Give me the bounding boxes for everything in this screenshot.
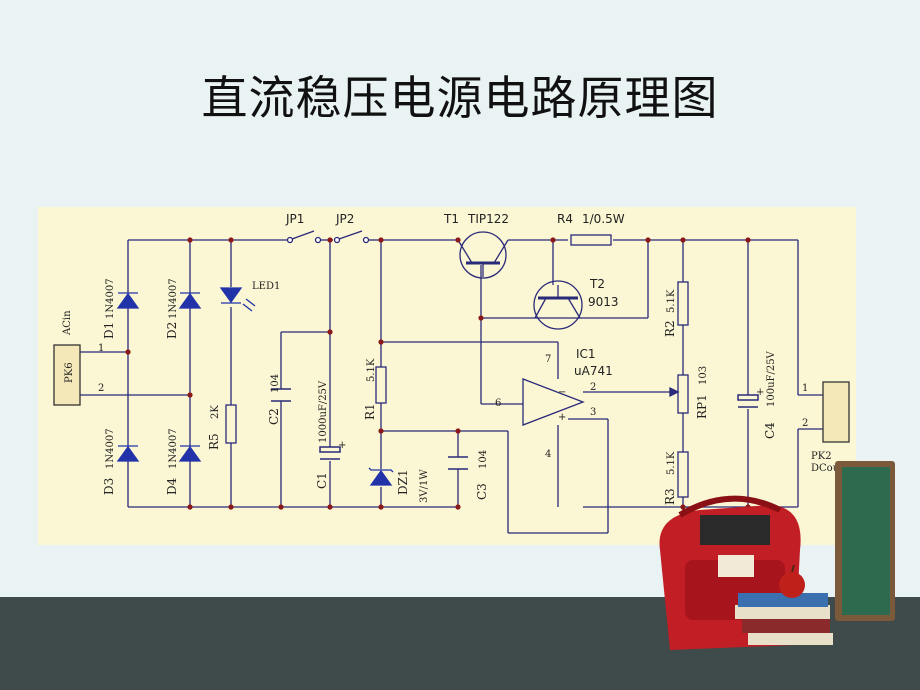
c4-value: 100uF/25V — [766, 350, 777, 407]
ic1-pin7: 7 — [545, 354, 551, 365]
c3-value: 104 — [478, 450, 489, 469]
c1-ref: C1 — [315, 472, 329, 489]
d1-value: 1N4007 — [105, 278, 116, 319]
rp1-wiper — [669, 386, 680, 398]
svg-text:+: + — [756, 387, 764, 398]
r2-body — [677, 281, 689, 326]
ic1-pin3: 3 — [590, 407, 596, 418]
ic1-inputs: − + — [558, 387, 566, 423]
circuit-diagram: + + − + — [38, 207, 856, 545]
svg-text:+: + — [558, 412, 566, 423]
led1-symbol — [219, 287, 256, 312]
c2-ref: C2 — [267, 408, 281, 425]
svg-text:−: − — [558, 387, 566, 398]
resistors — [225, 234, 689, 498]
output-connector-label: DCout — [811, 463, 843, 474]
c4-ref: C4 — [763, 422, 777, 439]
d2-value: 1N4007 — [168, 278, 179, 319]
school-bag-books-chalkboard-icon — [659, 461, 895, 650]
r2-ref: R2 — [663, 320, 677, 337]
rp1-body — [677, 374, 689, 414]
r1-body — [375, 366, 387, 404]
output-connector — [822, 381, 850, 443]
input-connector-name: PK6 — [64, 362, 75, 383]
t1-symbol — [457, 231, 509, 279]
input-pin1: 1 — [98, 343, 104, 354]
output-pin1: 1 — [802, 383, 808, 394]
output-connector-name: PK2 — [811, 451, 832, 462]
circuit-svg: + + − + — [53, 212, 850, 534]
r3-value: 5.1K — [666, 451, 677, 475]
r1-ref: R1 — [363, 403, 377, 420]
input-pin2: 2 — [98, 383, 104, 394]
r4-ref: R4 — [557, 212, 573, 226]
jp1-label: JP1 — [285, 212, 304, 226]
t2-value: 9013 — [588, 295, 619, 309]
r4-value: 1/0.5W — [582, 212, 625, 226]
r1-value: 5.1K — [366, 358, 377, 382]
ic1-ref: IC1 — [576, 347, 596, 361]
rp1-value: 103 — [698, 366, 709, 385]
input-connector — [53, 344, 81, 406]
dz1-symbol — [368, 467, 394, 486]
r3-ref: R3 — [663, 488, 677, 505]
ic1-opamp-symbol — [522, 378, 585, 426]
cap-plus-signs: + + — [338, 387, 764, 451]
wires — [80, 239, 823, 534]
input-connector-label: ACin — [62, 310, 73, 336]
c1-value: 1000uF/25V — [318, 380, 329, 443]
rp1-ref: RP1 — [695, 394, 709, 419]
d4-ref: D4 — [165, 477, 179, 495]
bridge-diodes — [116, 292, 202, 462]
ic1-pin2: 2 — [590, 382, 596, 393]
ic1-pin6: 6 — [495, 398, 501, 409]
dz1-value: 3V/1W — [419, 469, 430, 503]
jumper-switches — [286, 230, 370, 244]
dz1-ref: DZ1 — [396, 469, 410, 495]
r5-body — [225, 404, 237, 444]
r5-ref: R5 — [207, 433, 221, 450]
c2-value: 104 — [270, 374, 281, 393]
ic1-pin4: 4 — [545, 449, 551, 460]
svg-text:+: + — [338, 440, 346, 451]
r4-body — [570, 234, 612, 246]
t1-ref: T1 — [443, 212, 459, 226]
t2-ref: T2 — [589, 277, 605, 291]
jp2-label: JP2 — [335, 212, 354, 226]
d1-ref: D1 — [102, 322, 116, 339]
ic1-value: uA741 — [574, 364, 613, 378]
output-pin2: 2 — [802, 418, 808, 429]
d3-value: 1N4007 — [105, 428, 116, 469]
d2-ref: D2 — [165, 322, 179, 339]
d4-value: 1N4007 — [168, 428, 179, 469]
r3-body — [677, 451, 689, 498]
c3-ref: C3 — [475, 483, 489, 500]
capacitors — [271, 388, 759, 470]
t2-symbol — [533, 280, 583, 330]
r5-value: 2K — [210, 405, 221, 419]
d3-ref: D3 — [102, 478, 116, 495]
led1-ref: LED1 — [252, 281, 280, 292]
t1-value: TIP122 — [467, 212, 509, 226]
r2-value: 5.1K — [666, 289, 677, 313]
junction-dots — [125, 237, 751, 510]
slide-title: 直流稳压电源电路原理图 — [201, 71, 719, 125]
